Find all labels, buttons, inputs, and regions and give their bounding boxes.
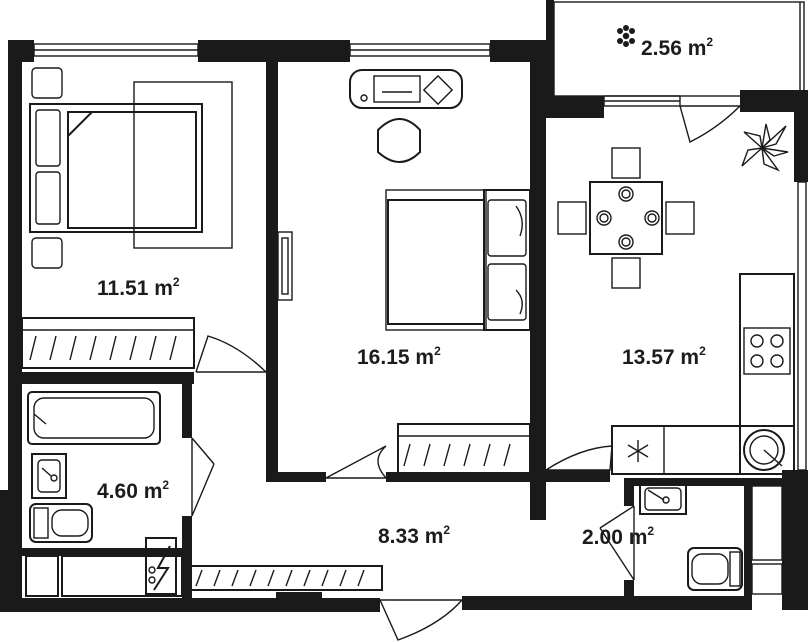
bathroom: 4.60 m2: [25, 391, 183, 597]
living-area-label: 16.15 m2: [357, 344, 441, 369]
bedroom: 11.51 m2: [21, 67, 233, 369]
wc: 2.00 m2: [582, 483, 783, 595]
balcony: 2.56 m2: [617, 25, 713, 60]
outer-walls: [0, 0, 808, 612]
plant-icon: [741, 123, 789, 172]
bathroom-area-label: 4.60 m2: [97, 478, 169, 503]
wc-area-label: 2.00 m2: [582, 524, 654, 549]
interior-walls: [22, 62, 784, 604]
living-room: 16.15 m2: [277, 69, 531, 475]
hallway-area-label: 8.33 m2: [378, 523, 450, 548]
hallway: 8.33 m2: [145, 523, 450, 595]
kitchen: 13.57 m2: [557, 123, 795, 475]
snowflake-icon: [627, 440, 649, 462]
electric-panel-icon: [153, 545, 171, 591]
kitchen-area-label: 13.57 m2: [622, 344, 706, 369]
bedroom-area-label: 11.51 m2: [97, 275, 180, 300]
doors: [191, 105, 741, 641]
balcony-area-label: 2.56 m2: [641, 35, 713, 60]
windows: [33, 1, 807, 471]
flower-icon: [617, 25, 635, 47]
